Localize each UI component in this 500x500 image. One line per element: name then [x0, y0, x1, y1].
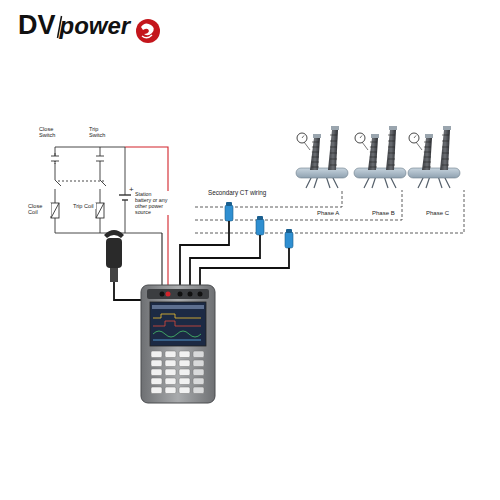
logo-letters: DV — [18, 12, 56, 39]
trip-switch-symbol — [96, 147, 106, 203]
key-button — [165, 369, 176, 376]
close-switch-symbol — [51, 147, 61, 203]
switch-label: Trip Switch — [88, 126, 116, 139]
key-button — [179, 387, 190, 394]
phase-label: Phase C — [425, 210, 450, 217]
trip-coil-symbol — [96, 203, 104, 218]
key-button — [179, 369, 190, 376]
key-button — [165, 387, 176, 394]
battery-label: Station battery or any other power sourc… — [134, 191, 170, 215]
ct-secondary-lines — [195, 190, 464, 233]
logo-word: power — [60, 14, 131, 38]
ct-clamps — [225, 202, 293, 248]
phase-label: Phase B — [371, 210, 396, 217]
section-label: Secondary CT wiring — [207, 189, 267, 196]
analyzer-device — [141, 285, 215, 403]
breaker — [354, 126, 406, 188]
key-button — [165, 351, 176, 358]
control-circuit — [51, 147, 168, 289]
key-button — [165, 360, 176, 367]
battery-wire — [125, 147, 126, 233]
ct-cables — [180, 221, 289, 289]
key-button — [193, 369, 204, 376]
phase-label: Phase A — [316, 210, 340, 217]
close-coil-symbol — [51, 203, 59, 218]
switch-label: Close Switch — [38, 126, 70, 139]
key-button — [151, 387, 162, 394]
key-button — [151, 351, 162, 358]
key-button — [193, 351, 204, 358]
key-button — [193, 360, 204, 367]
key-button — [193, 387, 204, 394]
breaker — [408, 126, 460, 188]
coil-label: Close Coil — [27, 203, 51, 216]
key-button — [165, 378, 176, 385]
battery-symbol — [119, 194, 131, 195]
key-button — [179, 360, 190, 367]
breaker — [296, 126, 348, 188]
key-button — [179, 378, 190, 385]
red-wire — [125, 147, 168, 289]
circuit-breakers — [296, 126, 460, 188]
coil-label: Trip Coil — [72, 203, 96, 209]
key-button — [193, 378, 204, 385]
key-button — [151, 369, 162, 376]
link-line — [58, 181, 104, 182]
key-button — [151, 378, 162, 385]
current-clamp — [104, 230, 146, 300]
key-button — [179, 351, 190, 358]
key-button — [151, 360, 162, 367]
wire — [55, 147, 125, 148]
